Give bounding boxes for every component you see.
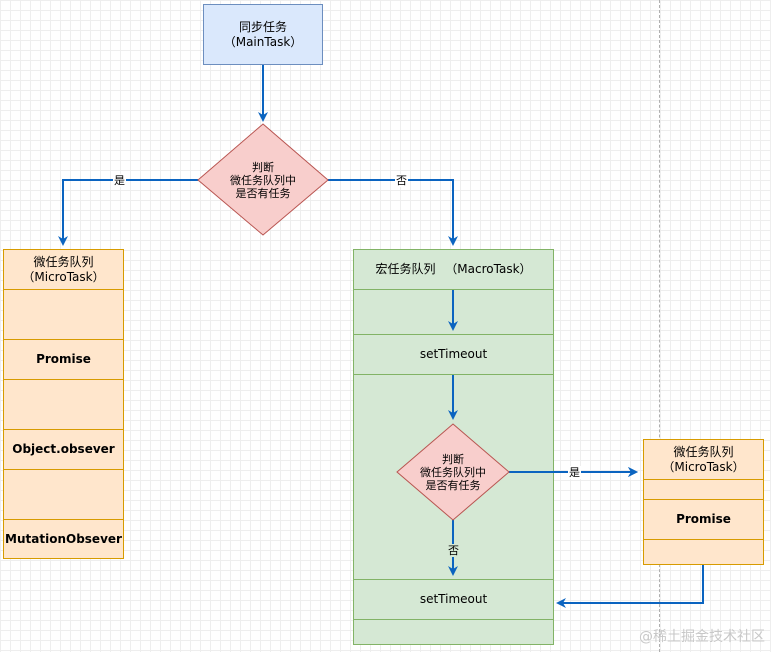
decision-diamond-top [197,123,329,236]
arrow-decision-yes-left [58,179,198,246]
micro-queue-right-gap-2 [643,539,764,565]
arrow-decision-no-right [328,179,458,246]
micro-queue-right-gap-1 [643,479,764,500]
decision-top-line1: 判断 [252,160,274,174]
arrow-micro-right-to-settimeout [556,565,704,608]
decision-top-line3: 是否有任务 [235,186,291,200]
micro-queue-left-subtitle: （MicroTask） [22,269,105,284]
watermark: @稀土掘金技术社区 [639,629,765,645]
micro-queue-right-header: 微任务队列 （MicroTask） [643,439,764,480]
decision-inner-text: 判断 微任务队列中 是否有任务 [403,442,503,502]
micro-item-object-obsever: Object.obsever [3,429,124,470]
macro-queue-header: 宏任务队列 （MacroTask） [353,249,554,290]
micro-item-promise: Promise [3,339,124,380]
decision-inner-line2: 微任务队列中 [420,465,486,479]
macro-queue-footer [353,619,554,645]
micro-queue-left-gap-2 [3,379,124,430]
label-yes-inner: 是 [568,466,581,479]
decision-inner-line1: 判断 [442,452,464,466]
micro-item-mutation-obsever: MutationObsever [3,519,124,559]
micro-queue-left-gap-3 [3,469,124,520]
micro-queue-right-title: 微任务队列 [673,444,734,459]
micro-right-item-promise: Promise [643,499,764,540]
decision-inner-line3: 是否有任务 [425,478,481,492]
main-task-subtitle: （MainTask） [223,34,303,49]
decision-top-line2: 微任务队列中 [230,173,296,187]
micro-queue-left-header: 微任务队列 （MicroTask） [3,249,124,290]
main-task-box: 同步任务 （MainTask） [203,4,323,65]
decision-top-text: 判断 微任务队列中 是否有任务 [213,150,313,210]
micro-queue-right-subtitle: （MicroTask） [662,459,745,474]
macro-item-settimeout-2: setTimeout [353,579,554,620]
dashed-divider [659,0,660,652]
label-no-inner: 否 [447,544,460,557]
main-task-title: 同步任务 [238,19,287,34]
label-yes-top: 是 [113,174,126,187]
label-no-top: 否 [395,174,408,187]
micro-queue-left-gap-1 [3,289,124,340]
macro-item-settimeout-1: setTimeout [353,334,554,375]
micro-queue-left-title: 微任务队列 [33,254,94,269]
macro-queue-gap-1 [353,289,554,335]
